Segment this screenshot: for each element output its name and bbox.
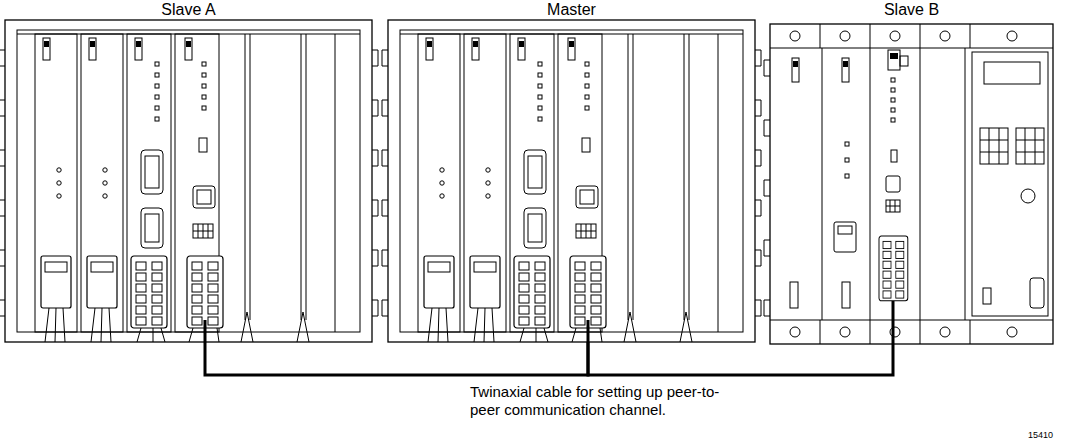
rack-part [1030, 278, 1044, 308]
rack-heading: Master [388, 0, 755, 20]
rack-part [888, 50, 900, 70]
rack-heading: Slave B [770, 0, 1053, 20]
rack-part [900, 56, 908, 66]
rack-part [1016, 128, 1044, 164]
rack-part [838, 226, 852, 234]
rack-part [1007, 31, 1017, 41]
rack-node: Slave B [770, 0, 1053, 344]
rack-part [842, 58, 849, 82]
rack-part [940, 327, 950, 337]
rack-part [845, 158, 849, 162]
rack-part [891, 88, 895, 92]
twinaxial-cable [588, 342, 893, 375]
rack-part [1007, 327, 1017, 337]
rack-part [770, 320, 1053, 321]
rack-part [792, 58, 799, 82]
rack-part [793, 61, 798, 67]
rack-part [770, 48, 1053, 49]
rack-part [840, 31, 850, 41]
rack-part [1021, 189, 1035, 203]
rack-part [892, 301, 895, 344]
slave-a-chassis [0, 20, 378, 342]
rack-part [845, 174, 849, 178]
rack-part [820, 24, 970, 344]
rack-part [790, 327, 800, 337]
rack-part [879, 236, 908, 301]
rack-part [890, 31, 900, 41]
rack-part [891, 98, 895, 102]
rack-part [845, 142, 849, 146]
rack-part [980, 128, 1008, 164]
rack-part [891, 78, 895, 82]
rack-part [886, 200, 900, 212]
twinaxial-cable [205, 342, 588, 375]
rack-part [891, 118, 895, 122]
figure-number: 15410 [1028, 430, 1060, 441]
rack-part [972, 52, 1048, 316]
rack-part [891, 150, 897, 162]
slave-b-controller [764, 24, 1053, 344]
rack-node: Slave A [5, 0, 372, 342]
rack-part [790, 282, 798, 308]
rack-part [891, 108, 895, 112]
rack-part [834, 222, 856, 252]
rack-part [790, 31, 800, 41]
rack-part [764, 60, 770, 316]
rack-part [843, 61, 848, 67]
rack-part [822, 48, 965, 320]
rack-part [1016, 128, 1044, 164]
rack-part [770, 24, 1053, 344]
rack-part [886, 200, 900, 212]
rack-part [842, 282, 850, 308]
rack-part [940, 31, 950, 41]
rack-part [840, 327, 850, 337]
rack-part [886, 176, 900, 192]
rack-part [980, 128, 1008, 164]
rack-heading: Slave A [5, 0, 372, 20]
rack-part [983, 288, 991, 304]
cable-callout: Twinaxial cable for setting up peer-to-p… [470, 383, 738, 419]
rack-part [879, 236, 908, 301]
rack-part [890, 53, 898, 59]
rack-node: Master [388, 0, 755, 342]
rack-part [984, 62, 1040, 84]
master-chassis [382, 20, 761, 342]
